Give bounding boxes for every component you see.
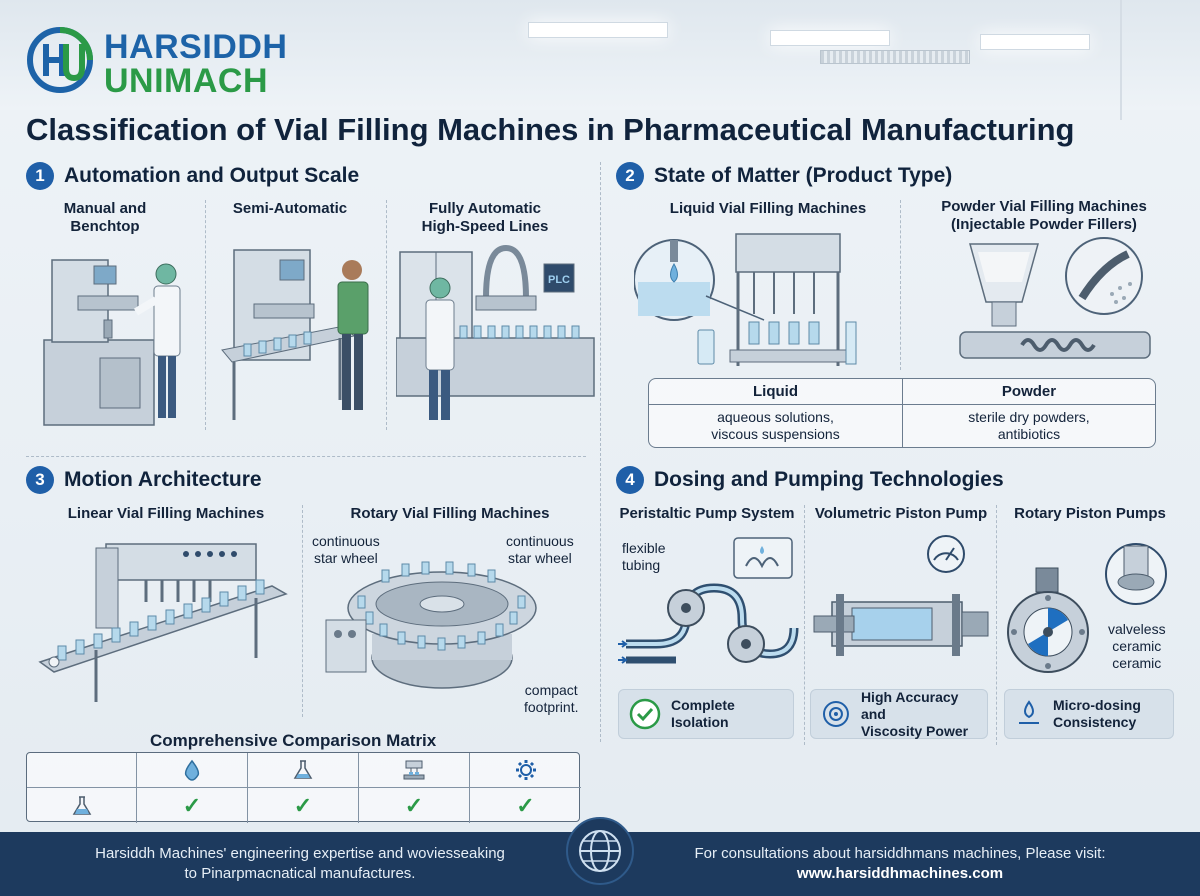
section-4-heading: 4 Dosing and Pumping Technologies (616, 466, 1004, 494)
divider (386, 200, 387, 430)
section-3-heading: 3 Motion Architecture (26, 466, 262, 494)
brand-logo: HARSIDDH UNIMACH (26, 24, 326, 100)
powder-description: sterile dry powders, antibiotics (968, 409, 1090, 442)
matrix-check: ✓ (516, 792, 535, 818)
peristaltic-pump-illustration (618, 537, 799, 664)
brand-name-line1: HARSIDDH (104, 28, 288, 66)
section-3-number: 3 (26, 466, 54, 494)
matrix-check: ✓ (248, 788, 359, 823)
ceiling-light (980, 34, 1090, 50)
matrix-check: ✓ (137, 788, 248, 823)
liquid-column: Liquid aqueous solutions, viscous suspen… (649, 379, 902, 447)
powder-header: Powder (903, 379, 1155, 405)
powder-filler-illustration (959, 237, 1151, 359)
matrix-header-cell (137, 753, 248, 788)
footer-consultation-text: For consultations about harsiddhmans mac… (694, 845, 1106, 862)
note-star-wheel-right: continuous star wheel (506, 533, 574, 566)
footer-left-text: Harsiddh Machines' engineering expertise… (95, 845, 505, 882)
volumetric-piston-pump-illustration (813, 535, 989, 656)
section-2-heading: 2 State of Matter (Product Type) (616, 162, 952, 190)
section-2-number: 2 (616, 162, 644, 190)
label-powder-fillers: Powder Vial Filling Machines (Injectable… (941, 198, 1147, 233)
liquid-powder-table: Liquid aqueous solutions, viscous suspen… (648, 378, 1156, 448)
linear-filler-illustration (38, 543, 288, 702)
liquid-filler-illustration (634, 233, 857, 366)
liquid-header: Liquid (649, 379, 902, 405)
feature-label: High Accuracy and Viscosity Power (860, 688, 969, 739)
matrix-header-cell (359, 753, 470, 788)
filler-icon (403, 760, 425, 780)
ceiling-light (528, 22, 668, 38)
note-valveless-ceramic: valveless ceramic ceramic (1108, 621, 1166, 671)
label-liquid-fillers: Liquid Vial Filling Machines (669, 200, 867, 217)
powder-column: Powder sterile dry powders, antibiotics (902, 379, 1155, 447)
plc-screen-label: PLC (548, 274, 570, 286)
logo-mark-icon (27, 27, 93, 93)
matrix-header-cell (470, 753, 581, 788)
divider (996, 505, 997, 745)
divider (804, 505, 805, 745)
drop-icon (184, 759, 200, 781)
label-rotary-fillers: Rotary Vial Filling Machines (350, 505, 550, 522)
flask-icon (72, 795, 91, 815)
section-4-number: 4 (616, 466, 644, 494)
feature-label: Micro-dosing Consistency (1053, 697, 1141, 730)
feature-high-accuracy: High Accuracy and Viscosity Power (810, 689, 988, 739)
divider (600, 162, 601, 742)
feature-label: Complete Isolation (671, 697, 735, 730)
label-manual: Manual and Benchtop (63, 200, 147, 235)
comparison-matrix: ✓ ✓ ✓ ✓ (26, 752, 581, 823)
footer-right: For consultations about harsiddhmans mac… (640, 844, 1160, 884)
divider (302, 505, 303, 717)
section-1-heading: 1 Automation and Output Scale (26, 162, 359, 190)
check-circle-icon (629, 698, 661, 730)
globe-icon-graphic (579, 830, 621, 872)
fully-automatic-line-illustration: PLC (396, 244, 595, 420)
label-fully-automatic: Fully Automatic High-Speed Lines (421, 200, 549, 235)
ceiling-light (770, 30, 890, 46)
feature-micro-dosing: Micro-dosing Consistency (1004, 689, 1174, 739)
label-linear-fillers: Linear Vial Filling Machines (67, 505, 265, 522)
feature-complete-isolation: Complete Isolation (618, 689, 794, 739)
semi-automatic-machine-illustration (221, 249, 369, 420)
matrix-check: ✓ (359, 788, 470, 823)
divider (205, 200, 206, 430)
label-semi-automatic: Semi-Automatic (232, 200, 348, 217)
ceiling-vent (820, 50, 970, 64)
wall-edge (1120, 0, 1122, 120)
note-flexible-tubing: flexible tubing (622, 540, 666, 573)
matrix-row-icon-cell (27, 788, 137, 823)
brand-name-line2: UNIMACH (104, 62, 269, 100)
matrix-header-cell (248, 753, 359, 788)
note-compact-footprint: compact footprint. (524, 682, 579, 715)
label-rotary-piston-pumps: Rotary Piston Pumps (1014, 505, 1166, 522)
matrix-title: Comprehensive Comparison Matrix (150, 731, 437, 750)
footer-website-link[interactable]: www.harsiddhmachines.com (796, 865, 1004, 882)
matrix-corner-cell (27, 753, 137, 788)
section-1-title: Automation and Output Scale (64, 164, 360, 187)
manual-benchtop-machine-illustration (43, 259, 181, 426)
rotary-piston-pump-illustration (1007, 543, 1167, 673)
label-volumetric-piston-pump: Volumetric Piston Pump (814, 505, 988, 522)
section-3-title: Motion Architecture (64, 468, 262, 491)
note-star-wheel-left: continuous star wheel (312, 533, 380, 566)
liquid-description: aqueous solutions, viscous suspensions (711, 409, 840, 442)
ceiling-background (0, 0, 1200, 110)
label-peristaltic-pump: Peristaltic Pump System (619, 505, 795, 522)
divider (26, 456, 586, 457)
drop-dosing-icon (1019, 700, 1039, 724)
divider (900, 200, 901, 370)
target-icon (822, 701, 849, 727)
section-1-number: 1 (26, 162, 54, 190)
rotary-filler-illustration (325, 561, 537, 689)
globe-icon (566, 817, 634, 885)
section-4-title: Dosing and Pumping Technologies (654, 468, 1004, 491)
page-title: Classification of Vial Filling Machines … (26, 112, 1075, 147)
gear-icon (515, 760, 536, 780)
section-2-title: State of Matter (Product Type) (654, 164, 953, 187)
flask-icon (293, 760, 313, 779)
